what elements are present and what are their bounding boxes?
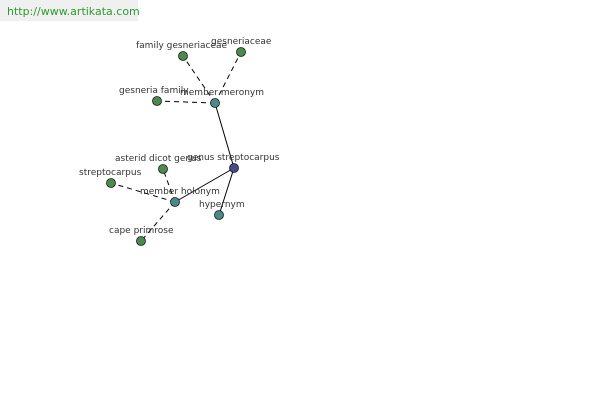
node-asterid-dicot-genus[interactable] — [158, 164, 168, 174]
edge-member-meronym-to-gesneriaceae — [214, 51, 242, 104]
node-label-asterid-dicot-genus[interactable]: asterid dicot genus — [115, 154, 202, 164]
node-label-genus-streptocarpus[interactable]: genus streptocarpus — [187, 153, 280, 163]
node-family-gesneriaceae[interactable] — [178, 51, 188, 61]
node-label-streptocarpus[interactable]: streptocarpus — [79, 168, 142, 178]
edge-member-holonym-to-streptocarpus — [110, 182, 176, 203]
edge-genus-streptocarpus-to-hypernym — [218, 167, 235, 216]
node-genus-streptocarpus[interactable] — [229, 163, 239, 173]
node-member-meronym[interactable] — [210, 98, 220, 108]
node-gesneria-family[interactable] — [152, 96, 162, 106]
node-label-gesneria-family[interactable]: gesneria family — [119, 86, 189, 96]
node-label-hypernym[interactable]: hypernym — [199, 200, 245, 210]
url-bar: http://www.artikata.com — [0, 0, 140, 21]
node-streptocarpus[interactable] — [106, 178, 116, 188]
node-label-cape-primrose[interactable]: cape primrose — [109, 226, 174, 236]
label-layer: genus streptocarpus member meronym member … — [79, 37, 280, 236]
edge-member-meronym-to-gesneria-family — [156, 100, 216, 104]
edge-genus-streptocarpus-to-member-holonym — [174, 167, 235, 203]
node-cape-primrose[interactable] — [136, 236, 146, 246]
edge-genus-streptocarpus-to-member-meronym — [214, 102, 235, 169]
node-hypernym[interactable] — [214, 210, 224, 220]
node-label-member-meronym[interactable]: member meronym — [180, 88, 264, 98]
node-label-gesneriaceae[interactable]: gesneriaceae — [211, 37, 272, 47]
node-label-family-gesneriaceae[interactable]: family gesneriaceae — [136, 41, 228, 51]
node-member-holonym[interactable] — [170, 197, 180, 207]
edge-member-holonym-to-asterid-dicot-genus — [162, 168, 176, 203]
node-layer — [106, 47, 246, 246]
node-gesneriaceae[interactable] — [236, 47, 246, 57]
site-url-link[interactable]: http://www.artikata.com — [7, 5, 140, 18]
edge-layer — [110, 51, 242, 242]
node-label-member-holonym[interactable]: member holonym — [140, 187, 220, 197]
edge-member-meronym-to-family-gesneriaceae — [182, 55, 216, 104]
